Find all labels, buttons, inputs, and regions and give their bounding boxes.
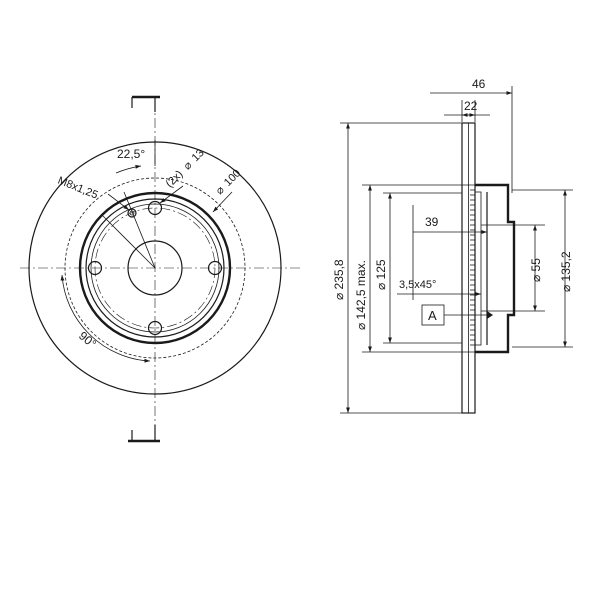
dia-125-dimension: ⌀ 125	[374, 192, 462, 344]
bolt-hole-right	[207, 260, 223, 276]
angle-arc-90	[60, 274, 151, 363]
dia-235-label: ⌀ 235,8	[332, 259, 346, 300]
holes-dia-symbol: ⌀	[181, 159, 194, 172]
threaded-hole	[127, 208, 137, 218]
width-total-label: 46	[472, 77, 486, 91]
dia-55-label: ⌀ 55	[529, 258, 543, 282]
holes-dia-value: 13	[190, 147, 207, 164]
pcd-leader	[212, 191, 233, 213]
radial-ref-line	[101, 214, 156, 269]
friction-ring-inner-edge	[78, 191, 232, 345]
angle-arc-22	[115, 164, 142, 174]
svg-text:(2x) ⌀ 13: (2x) ⌀ 13	[164, 147, 207, 190]
hat-wall-hatch	[474, 191, 482, 346]
angle-22-label: 22,5°	[117, 147, 145, 161]
section-cut-marker-bottom	[128, 425, 160, 443]
section-view: 46 22 ⌀ 235,8	[332, 77, 573, 414]
holes-leader	[159, 185, 184, 204]
center-bore	[127, 240, 183, 296]
datum-label: A	[428, 308, 437, 323]
bolt-hole-left	[87, 260, 103, 276]
pitch-circle	[94, 207, 216, 329]
dia-55-dimension: ⌀ 55	[508, 224, 545, 312]
depth-39-dimension: 39	[412, 205, 487, 300]
front-view: 22,5° M8x1,25 (2x) ⌀ 13 ⌀ 100 90°	[20, 95, 300, 443]
dia-142-dimension: ⌀ 142,5 max.	[354, 184, 475, 353]
width-dimension-46: 46	[430, 77, 513, 193]
dia-125-label: ⌀ 125	[374, 259, 388, 290]
hat-outer-edge	[85, 198, 225, 338]
holes-label: (2x) ⌀ 13	[164, 147, 207, 190]
dia-135-label: ⌀ 135,2	[559, 251, 573, 292]
depth-39-label: 39	[425, 215, 439, 229]
width-inner-label: 22	[464, 99, 478, 113]
pcd-value: 100	[222, 167, 243, 188]
hat-step-edge	[90, 203, 220, 333]
chamfer-dimension: 3,5x45°	[397, 279, 481, 296]
thread-label: M8x1,25	[56, 175, 100, 202]
bolt-hole-top	[147, 200, 163, 216]
vent-vanes	[468, 123, 475, 413]
dia-235-dimension: ⌀ 235,8	[332, 122, 462, 414]
chamfer-label: 3,5x45°	[399, 279, 436, 291]
thread-leader	[107, 193, 130, 211]
section-cut-marker-top	[131, 95, 160, 112]
pcd-symbol: ⌀	[214, 184, 227, 197]
dia-135-dimension: ⌀ 135,2	[512, 189, 573, 348]
width-dimension-22: 22	[444, 99, 490, 122]
angle-leg-line	[123, 191, 156, 269]
dia-142-label: ⌀ 142,5 max.	[354, 260, 368, 330]
vent-hidden-circle	[64, 177, 246, 359]
hat-section-outline	[475, 183, 516, 354]
angle-90-label: 90°	[76, 329, 99, 352]
datum-a: A	[421, 304, 493, 326]
svg-text:⌀ 100: ⌀ 100	[214, 167, 244, 197]
pcd-label: ⌀ 100	[214, 167, 244, 197]
